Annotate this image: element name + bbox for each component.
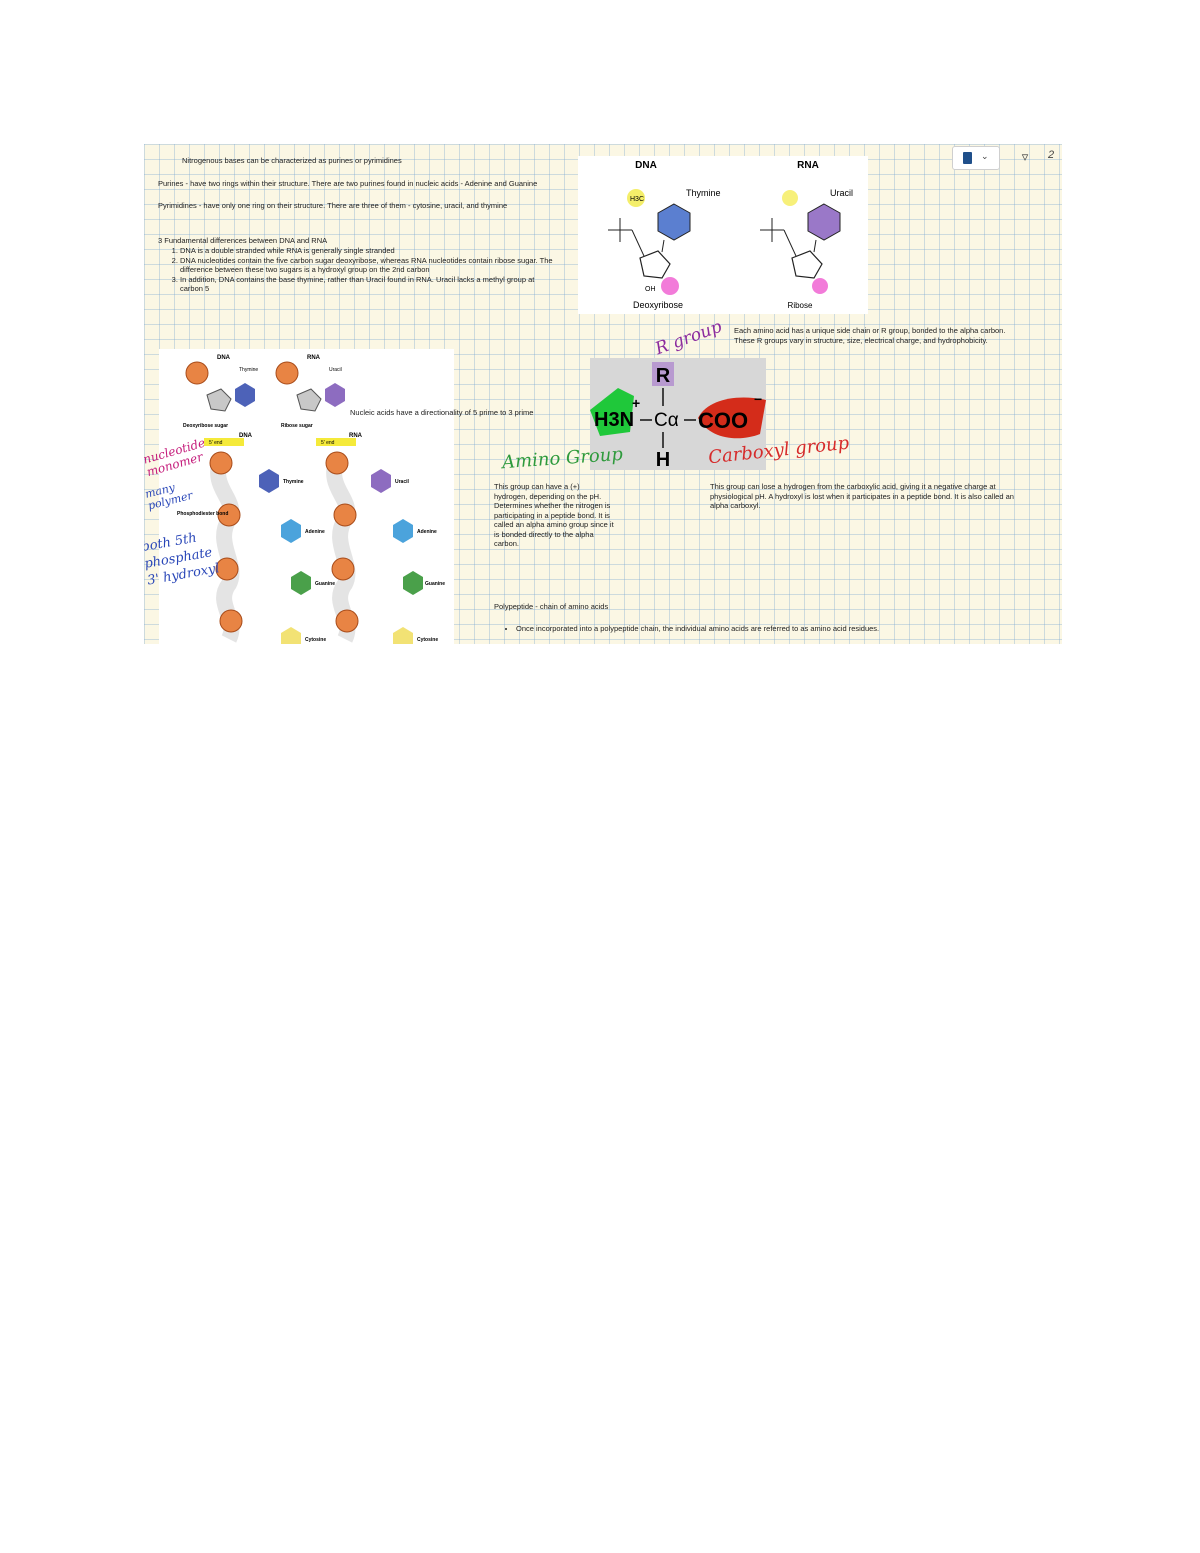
h3n-label: H3N bbox=[594, 409, 634, 431]
five-end-rna: 5' end bbox=[321, 440, 335, 446]
amino-acid-structure: R H3N + Cα COO − H bbox=[590, 362, 766, 471]
strand-diagram: DNA RNA Thymine Uracil Deoxyribose sugar… bbox=[177, 355, 445, 644]
strand-base-label: Guanine bbox=[315, 581, 335, 587]
sugar-diagram: DNA RNA H3C Thymine OH Deoxyribose Uraci… bbox=[608, 160, 853, 310]
dna-title: DNA bbox=[635, 160, 657, 171]
deoxyribose-label: Deoxyribose bbox=[633, 300, 683, 310]
phosphodiester-label: Phosphodiester bond bbox=[177, 511, 228, 517]
five-end-dna: 5' end bbox=[209, 440, 223, 446]
list-item: DNA is a double stranded while RNA is ge… bbox=[180, 246, 558, 256]
page-number[interactable]: 2 bbox=[1047, 149, 1055, 161]
directionality-text: Nucleic acids have a directionality of 5… bbox=[350, 408, 534, 417]
strand2-dna-title: DNA bbox=[239, 433, 253, 439]
strand-base-label: Adenine bbox=[305, 529, 325, 535]
note-page: Nitrogenous bases can be characterized a… bbox=[144, 144, 1062, 644]
uracil-label: Uracil bbox=[830, 188, 853, 198]
chevron-down-icon: ⌄ bbox=[981, 151, 989, 161]
deoxyribose-ring bbox=[639, 250, 671, 279]
sugar-comparison-figure: DNA RNA H3C Thymine OH Deoxyribose Uraci… bbox=[578, 156, 868, 314]
purines-text: Purines - have two rings within their st… bbox=[158, 179, 538, 188]
strand-rna-base-label: Uracil bbox=[395, 479, 410, 485]
heading-text: Nitrogenous bases can be characterized a… bbox=[182, 156, 402, 165]
strand-dna-title: DNA bbox=[217, 355, 231, 361]
c-alpha-label: Cα bbox=[654, 410, 679, 431]
oh-label: OH bbox=[645, 286, 656, 293]
polypeptide-text: Polypeptide - chain of amino acids bbox=[494, 602, 609, 611]
strand-rna-base-label: Adenine bbox=[417, 529, 437, 535]
amino-group-text: This group can have a (+) hydrogen, depe… bbox=[494, 482, 614, 548]
plus-label: + bbox=[632, 395, 640, 411]
strand2-rna-title: RNA bbox=[349, 433, 363, 439]
methyl-label: H3C bbox=[630, 196, 644, 203]
strand-base-label: Cytosine bbox=[305, 637, 326, 643]
list-item: In addition, DNA contains the base thymi… bbox=[180, 275, 558, 294]
ribose-sugar-label: Ribose sugar bbox=[281, 423, 313, 429]
list-item: DNA nucleotides contain the five carbon … bbox=[180, 256, 558, 275]
methyl-highlight bbox=[627, 189, 645, 207]
uracil-ring bbox=[807, 203, 841, 241]
book-button[interactable]: ⌄ bbox=[952, 146, 1000, 170]
strand-uracil-top: Uracil bbox=[329, 367, 342, 373]
book-icon bbox=[963, 152, 972, 164]
thymine-label: Thymine bbox=[686, 188, 721, 198]
minus-label: − bbox=[754, 391, 762, 407]
h-highlight bbox=[661, 277, 679, 295]
pyrimidines-text: Pyrimidines - have only one ring on thei… bbox=[158, 201, 508, 210]
thymine-ring bbox=[657, 203, 691, 241]
ribose-ring bbox=[791, 250, 823, 279]
list-item: Once incorporated into a polypeptide cha… bbox=[516, 624, 994, 634]
uracil-highlight bbox=[782, 190, 798, 206]
strand-base-label: Thymine bbox=[283, 479, 304, 485]
strand-figure: DNA RNA Thymine Uracil Deoxyribose sugar… bbox=[159, 349, 454, 644]
deoxyribose-sugar-label: Deoxyribose sugar bbox=[183, 423, 228, 429]
differences-title: 3 Fundamental differences between DNA an… bbox=[158, 236, 328, 245]
differences-list: DNA is a double stranded while RNA is ge… bbox=[158, 246, 558, 294]
coo-label: COO bbox=[698, 408, 748, 433]
handwriting-r-group: R group bbox=[652, 316, 725, 360]
h-label: H bbox=[656, 449, 670, 470]
r-group-text: Each amino acid has a unique side chain … bbox=[734, 326, 1006, 345]
strand-thymine-top: Thymine bbox=[239, 367, 258, 373]
strand-rna-base-label: Cytosine bbox=[417, 637, 438, 643]
ribose-label: Ribose bbox=[788, 301, 813, 310]
amino-acid-figure: R H3N + Cα COO − H bbox=[590, 358, 766, 471]
carboxyl-group-text: This group can lose a hydrogen from the … bbox=[710, 482, 1014, 510]
strand-rna-title: RNA bbox=[307, 355, 321, 361]
rna-title: RNA bbox=[797, 160, 819, 171]
r-label: R bbox=[656, 365, 671, 387]
oh-highlight bbox=[812, 278, 828, 294]
strand-rna-base-label: Guanine bbox=[425, 581, 445, 587]
ink-toolbar: ⌄ ▿ 2 bbox=[952, 146, 1062, 170]
polypeptide-list: Once incorporated into a polypeptide cha… bbox=[494, 624, 994, 634]
filter-icon[interactable]: ▿ bbox=[1021, 149, 1029, 164]
